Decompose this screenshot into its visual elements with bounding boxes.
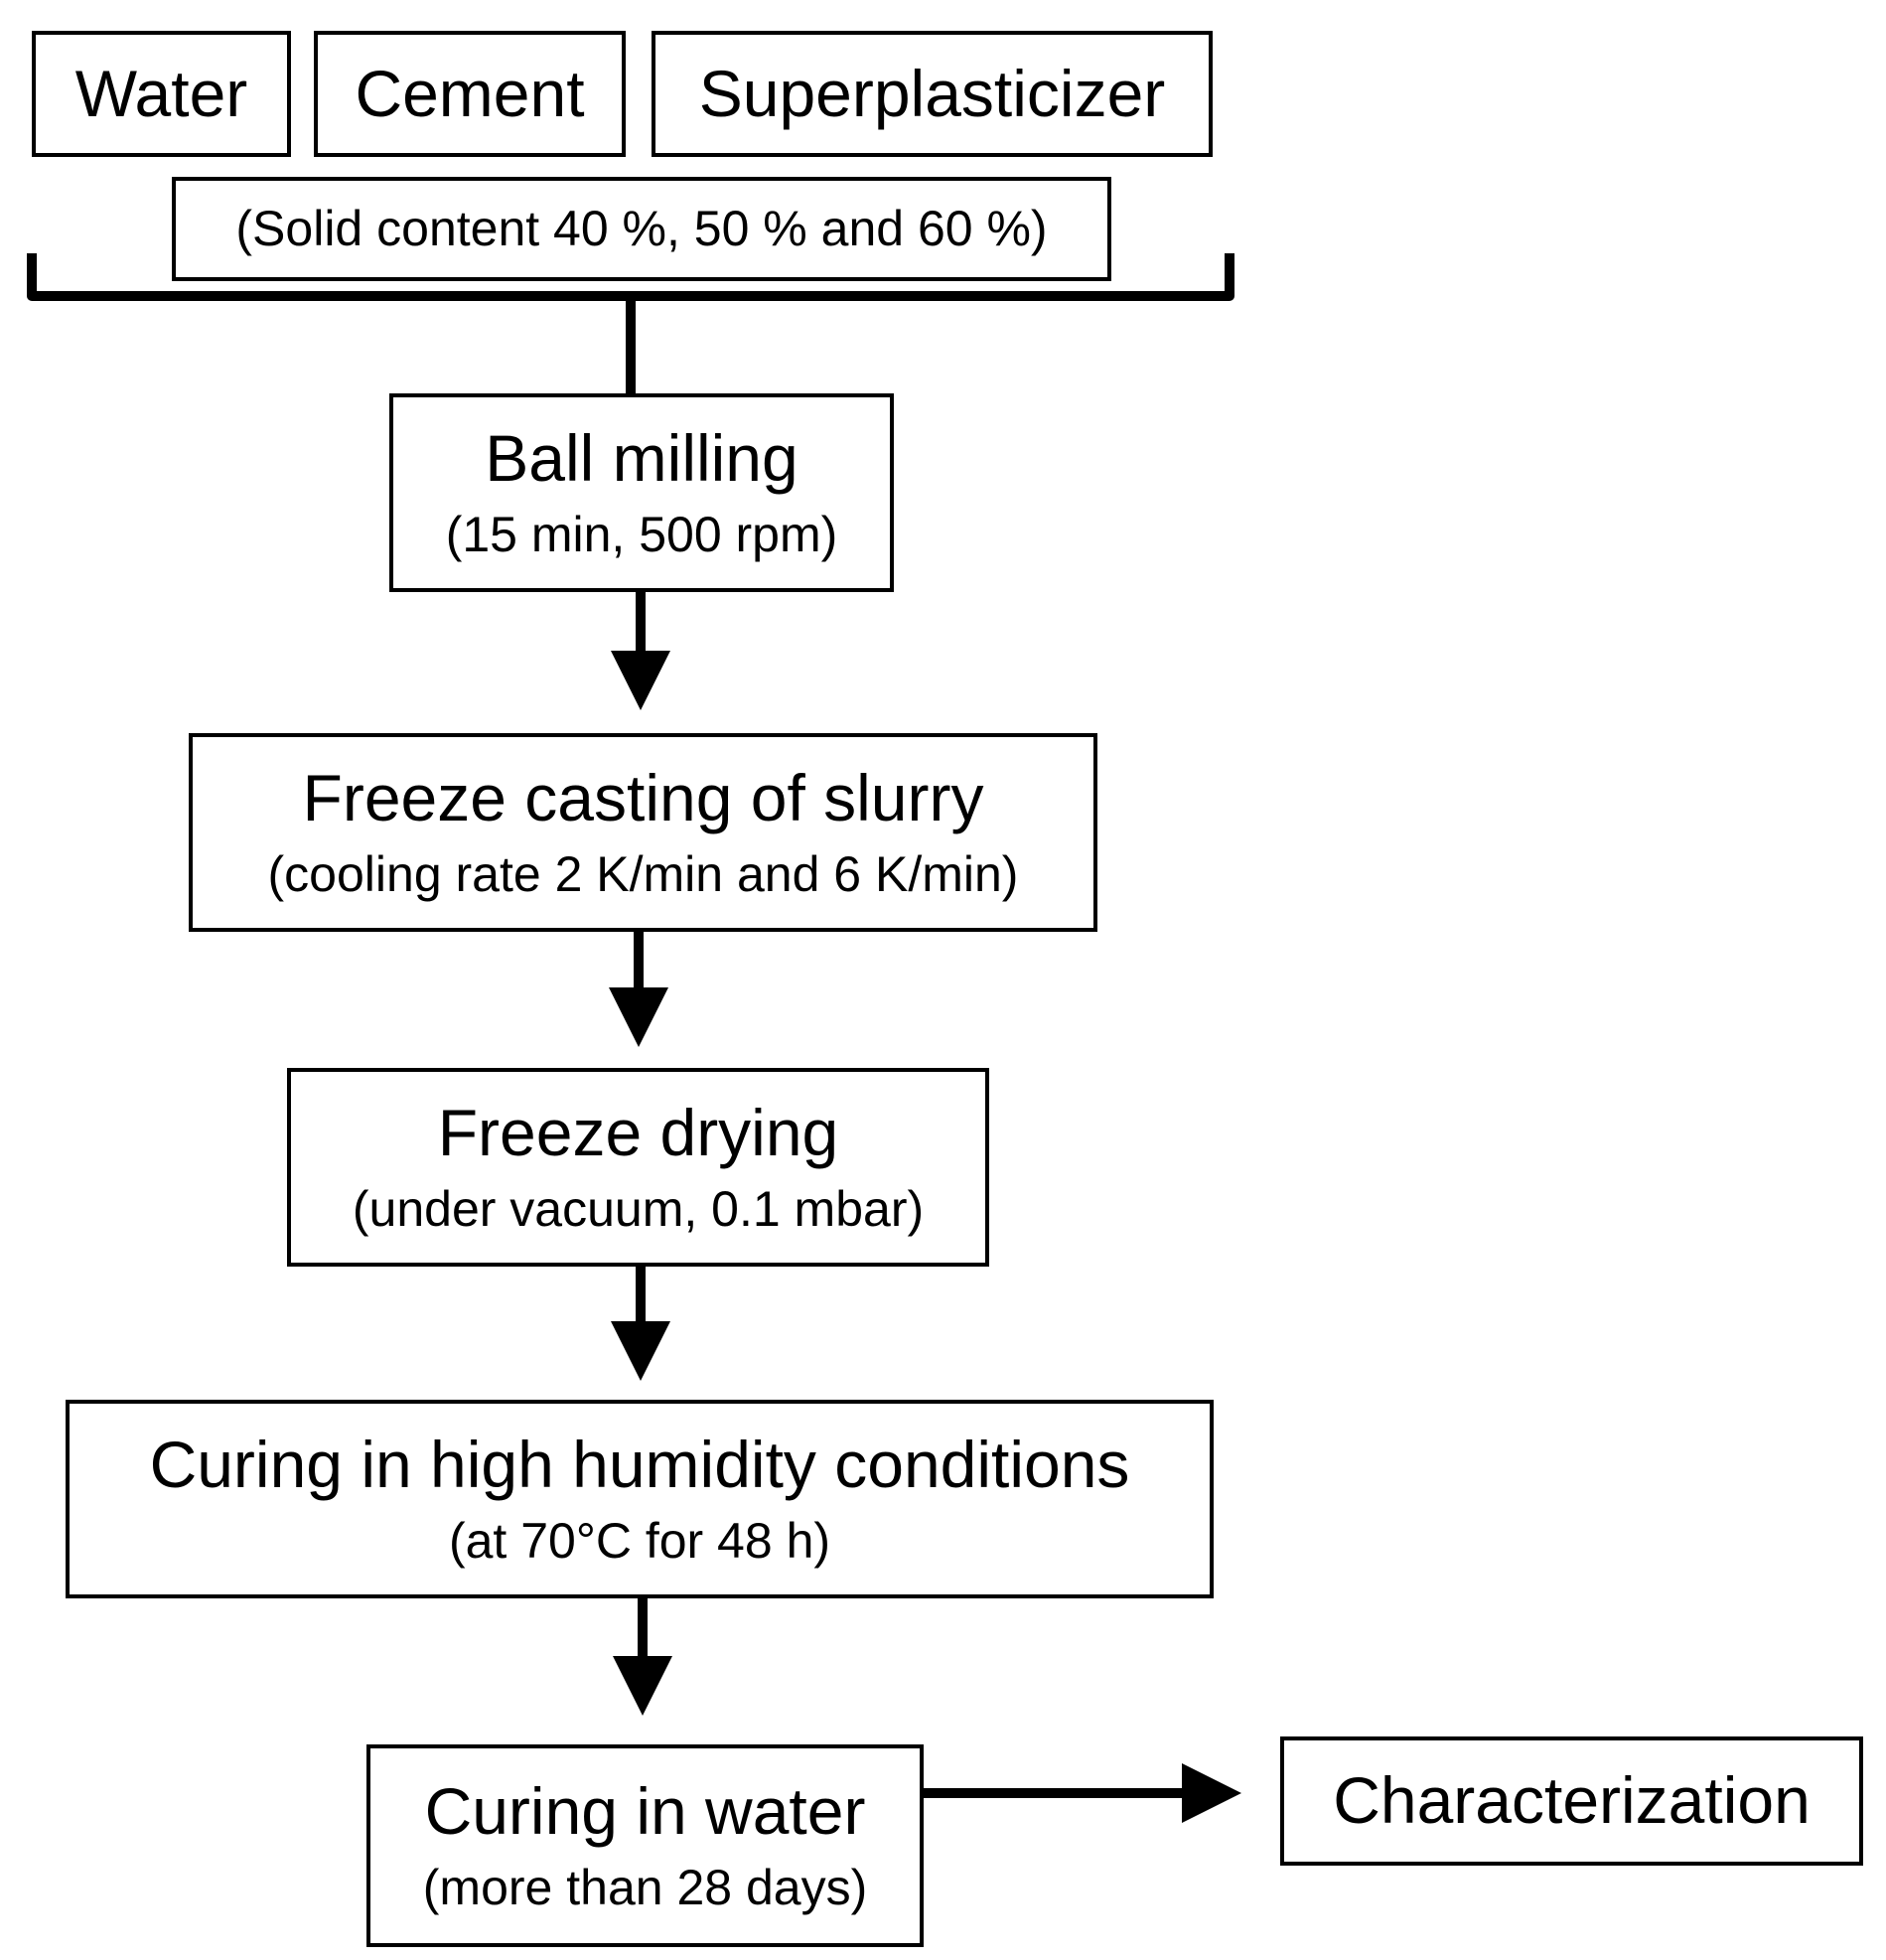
step-freeze-casting-title: Freeze casting of slurry: [302, 761, 984, 835]
step-water-curing-title: Curing in water: [424, 1774, 866, 1849]
step-humidity-curing-detail: (at 70°C for 48 h): [448, 1513, 831, 1570]
step-humidity-curing-box: Curing in high humidity conditions (at 7…: [66, 1400, 1214, 1598]
characterization-label: Characterization: [1333, 1763, 1811, 1838]
step-humidity-curing-title: Curing in high humidity conditions: [149, 1428, 1130, 1502]
step-freeze-casting-box: Freeze casting of slurry (cooling rate 2…: [189, 733, 1097, 932]
step-water-curing-detail: (more than 28 days): [422, 1860, 868, 1916]
input-superplasticizer-box: Superplasticizer: [652, 31, 1213, 157]
step-freeze-drying-detail: (under vacuum, 0.1 mbar): [352, 1181, 925, 1238]
input-cement-label: Cement: [355, 56, 585, 130]
step-ball-milling-title: Ball milling: [485, 421, 798, 496]
step-ball-milling-detail: (15 min, 500 rpm): [445, 507, 838, 563]
step-freeze-drying-box: Freeze drying (under vacuum, 0.1 mbar): [287, 1068, 989, 1267]
step-ball-milling-box: Ball milling (15 min, 500 rpm): [389, 393, 894, 592]
input-superplasticizer-label: Superplasticizer: [698, 56, 1166, 130]
step-freeze-casting-detail: (cooling rate 2 K/min and 6 K/min): [267, 846, 1019, 903]
step-freeze-drying-title: Freeze drying: [437, 1096, 839, 1170]
solid-content-box: (Solid content 40 %, 50 % and 60 %): [172, 177, 1111, 281]
step-water-curing-box: Curing in water (more than 28 days): [366, 1744, 924, 1947]
solid-content-label: (Solid content 40 %, 50 % and 60 %): [235, 200, 1048, 256]
input-cement-box: Cement: [314, 31, 626, 157]
characterization-box: Characterization: [1280, 1736, 1863, 1866]
input-water-label: Water: [74, 56, 248, 130]
input-water-box: Water: [32, 31, 291, 157]
